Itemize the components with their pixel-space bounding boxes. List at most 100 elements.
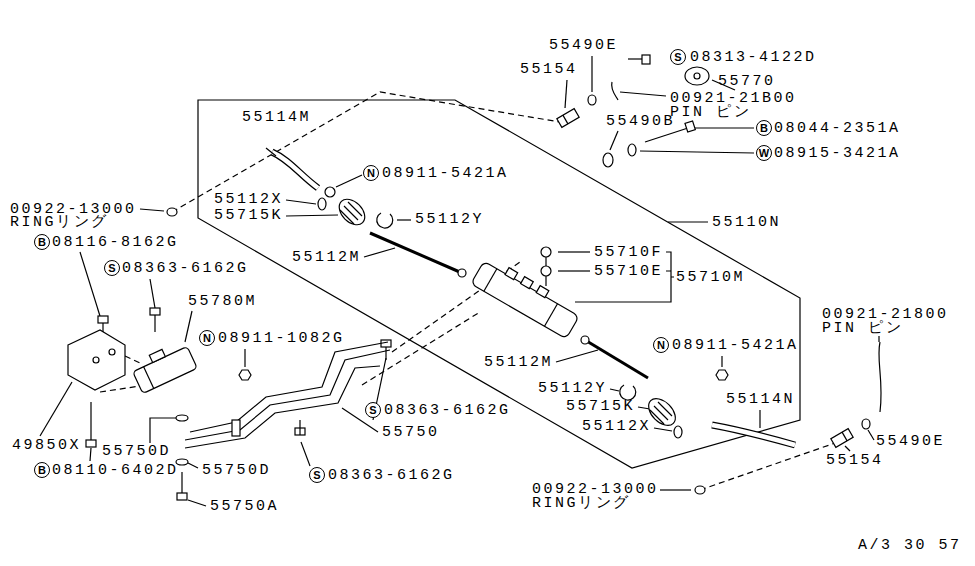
hose-fitting bbox=[557, 109, 579, 128]
tie-rod bbox=[370, 233, 462, 273]
valve bbox=[133, 346, 198, 393]
circled-letter: S bbox=[670, 49, 686, 65]
bolt bbox=[181, 472, 182, 493]
circled-letter: N bbox=[653, 337, 669, 353]
leader-line bbox=[620, 92, 666, 96]
leader-line bbox=[591, 56, 592, 92]
leader-line bbox=[654, 428, 672, 431]
leader-line bbox=[336, 175, 362, 187]
steering-gear bbox=[471, 255, 583, 339]
callout-label: 55750D bbox=[102, 444, 171, 459]
callout-label: 08915-3421A bbox=[774, 146, 901, 161]
callout-label: 55750D bbox=[202, 463, 271, 478]
bolt bbox=[299, 420, 300, 435]
fitting-bolt bbox=[541, 266, 551, 276]
bolt bbox=[98, 316, 108, 323]
callout-label: 55750A bbox=[210, 499, 279, 514]
group-outline bbox=[198, 100, 800, 468]
callout-label: 55110N bbox=[712, 215, 781, 230]
circle-letter: S bbox=[108, 263, 115, 274]
tie-rod bbox=[581, 336, 589, 344]
bolt bbox=[150, 308, 160, 315]
bolt bbox=[90, 402, 91, 440]
hose-fitting bbox=[842, 432, 847, 441]
leader-line bbox=[40, 56, 879, 506]
tie-rod bbox=[585, 340, 648, 378]
bolt bbox=[86, 55, 695, 500]
nut bbox=[325, 187, 335, 197]
leader-line bbox=[868, 430, 874, 440]
bracket bbox=[93, 357, 99, 363]
bracket bbox=[68, 330, 125, 390]
circle-letter: B bbox=[760, 123, 768, 134]
ring bbox=[862, 419, 870, 429]
leader-line bbox=[40, 382, 72, 436]
fitting-bolt bbox=[545, 257, 546, 286]
callout-label: 00921-21800 bbox=[822, 307, 949, 322]
callout-label: 55770 bbox=[718, 74, 776, 89]
callout-label: 55490E bbox=[549, 38, 618, 53]
dashed-guide bbox=[700, 442, 838, 490]
ring bbox=[695, 486, 705, 494]
fitting-bolt bbox=[541, 247, 551, 286]
callout-label: 55715K bbox=[566, 399, 635, 414]
leader-line bbox=[878, 336, 879, 342]
boot bbox=[334, 194, 680, 430]
circle-letter: S bbox=[674, 52, 681, 63]
valve bbox=[129, 339, 197, 393]
callout-label: 08116-8162G bbox=[52, 235, 179, 250]
leader-line bbox=[610, 389, 619, 391]
leader-line bbox=[558, 270, 590, 271]
callout-label: 55750 bbox=[382, 425, 440, 440]
circle-letter: B bbox=[38, 237, 46, 248]
callout-label: 55710M bbox=[676, 270, 745, 285]
circled-letter: B bbox=[756, 120, 772, 136]
callout-label: 08044-2351A bbox=[774, 121, 901, 136]
callout-label: 55710E bbox=[594, 264, 663, 279]
callout-label: 55154 bbox=[520, 62, 578, 77]
clip bbox=[377, 213, 393, 228]
dashed-guide bbox=[100, 386, 140, 392]
valve bbox=[144, 367, 154, 389]
bracket bbox=[68, 330, 125, 390]
clip bbox=[377, 213, 636, 400]
ring bbox=[674, 426, 682, 438]
circle-letter: W bbox=[759, 148, 769, 159]
hose-fitting bbox=[831, 429, 853, 448]
nut bbox=[239, 187, 728, 380]
ring bbox=[628, 144, 636, 156]
leader-line bbox=[150, 418, 176, 443]
circle-letter: S bbox=[369, 405, 376, 416]
group-outline bbox=[198, 100, 800, 468]
dashed-guide bbox=[100, 92, 838, 490]
pipe bbox=[712, 425, 795, 445]
leader-line bbox=[80, 252, 100, 316]
circled-letter: B bbox=[34, 462, 50, 478]
callout-label: 08363-6162G bbox=[384, 403, 511, 418]
ring bbox=[167, 208, 177, 216]
pipe bbox=[272, 152, 318, 188]
callout-label: 08110-6402D bbox=[52, 463, 179, 478]
leader-line bbox=[150, 279, 155, 308]
leader-line bbox=[185, 311, 192, 342]
leader-line bbox=[140, 209, 164, 211]
callout-label: 55780M bbox=[188, 294, 257, 309]
clamp bbox=[685, 67, 709, 85]
leader-line bbox=[556, 350, 598, 362]
boot bbox=[340, 202, 362, 224]
leader-line bbox=[660, 489, 691, 490]
nut bbox=[239, 370, 251, 380]
boot bbox=[650, 402, 672, 424]
pin bbox=[879, 342, 881, 412]
leader-line bbox=[244, 349, 245, 367]
hose-fitting bbox=[557, 109, 579, 128]
bolt bbox=[177, 493, 187, 500]
tube bbox=[185, 366, 380, 448]
callout-label: PIN ピン bbox=[822, 321, 903, 336]
bolt bbox=[685, 121, 695, 132]
circled-letter: W bbox=[756, 145, 772, 161]
